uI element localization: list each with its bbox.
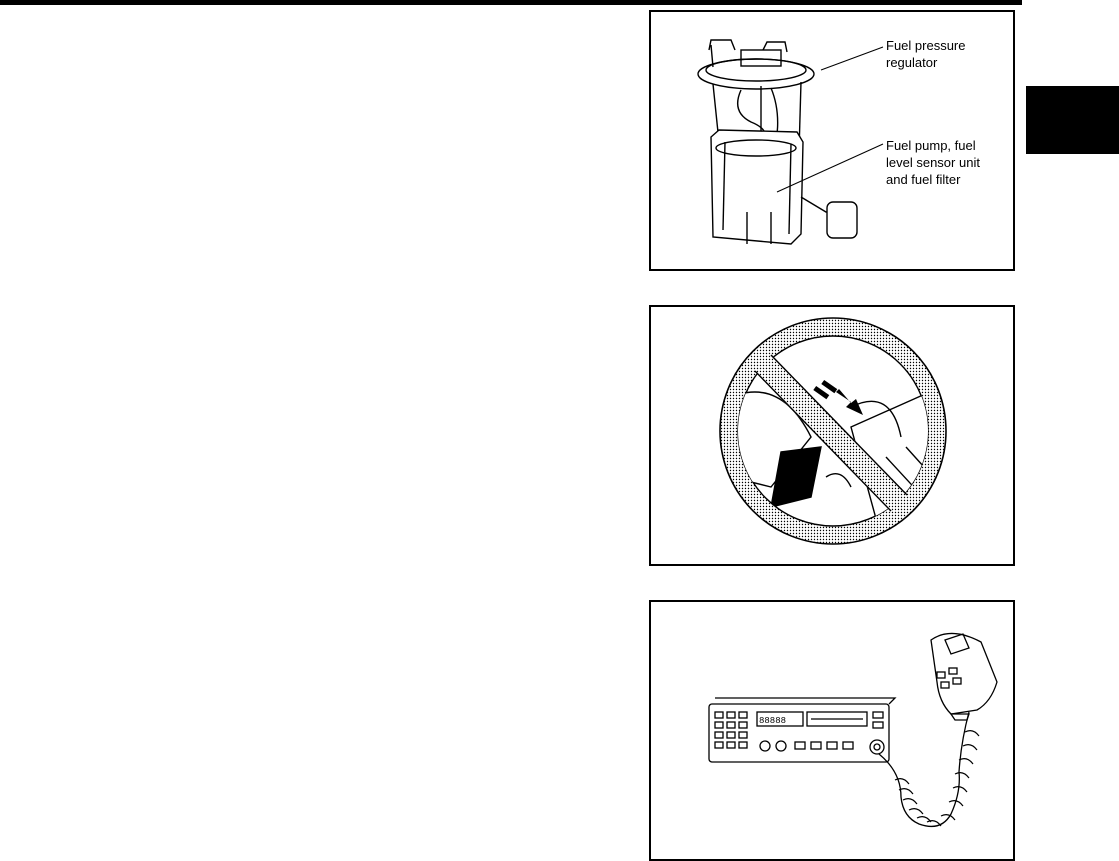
header-rule [0,0,1022,5]
radio-transmitter-illustration: 88888 [708,632,998,828]
fuel-pump-unit-label: Fuel pump, fuel level sensor unit and fu… [886,138,980,187]
fuel-pump-assembly-figure: Fuel pressure regulator Fuel pump, fuel … [649,10,1015,271]
radio-display-digits: 88888 [759,716,786,726]
section-tab [1026,86,1119,154]
prohibition-figure [649,305,1015,566]
fuel-pressure-regulator-label: Fuel pressure regulator [886,38,966,70]
fuel-pump-illustration [697,39,884,245]
prohibition-illustration [719,317,947,545]
radio-transmitter-figure: 88888 [649,600,1015,861]
